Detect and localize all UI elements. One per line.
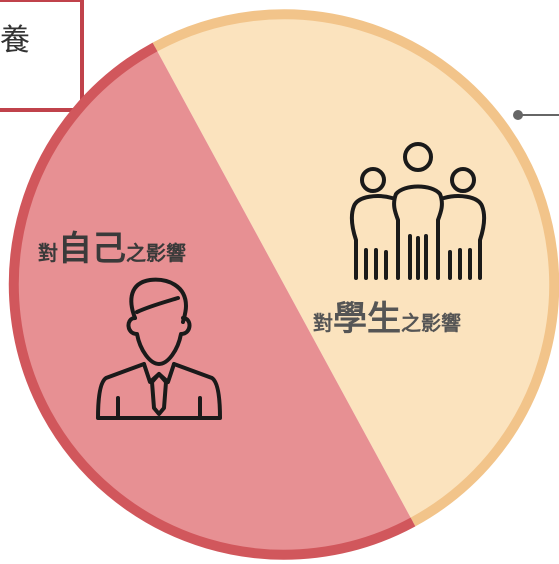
- connector-dot: [513, 110, 523, 120]
- person-icon: [96, 277, 222, 420]
- group-icon: [349, 142, 487, 280]
- self-prefix: 對: [38, 241, 58, 265]
- self-suffix: 之影響: [126, 241, 186, 265]
- students-prefix: 對: [313, 311, 333, 335]
- segment-students-ring: [152, 9, 559, 527]
- segment-self-fill: [13, 47, 413, 555]
- students-emphasis: 學生: [333, 299, 401, 339]
- self-impact-label: 對自己之影響: [38, 232, 186, 266]
- segment-self-ring: [8, 42, 416, 560]
- corner-box-text: 養: [0, 23, 30, 58]
- corner-box: [0, 0, 84, 112]
- students-suffix: 之影響: [401, 311, 461, 335]
- self-emphasis: 自己: [58, 229, 126, 269]
- students-impact-label: 對學生之影響: [313, 302, 461, 336]
